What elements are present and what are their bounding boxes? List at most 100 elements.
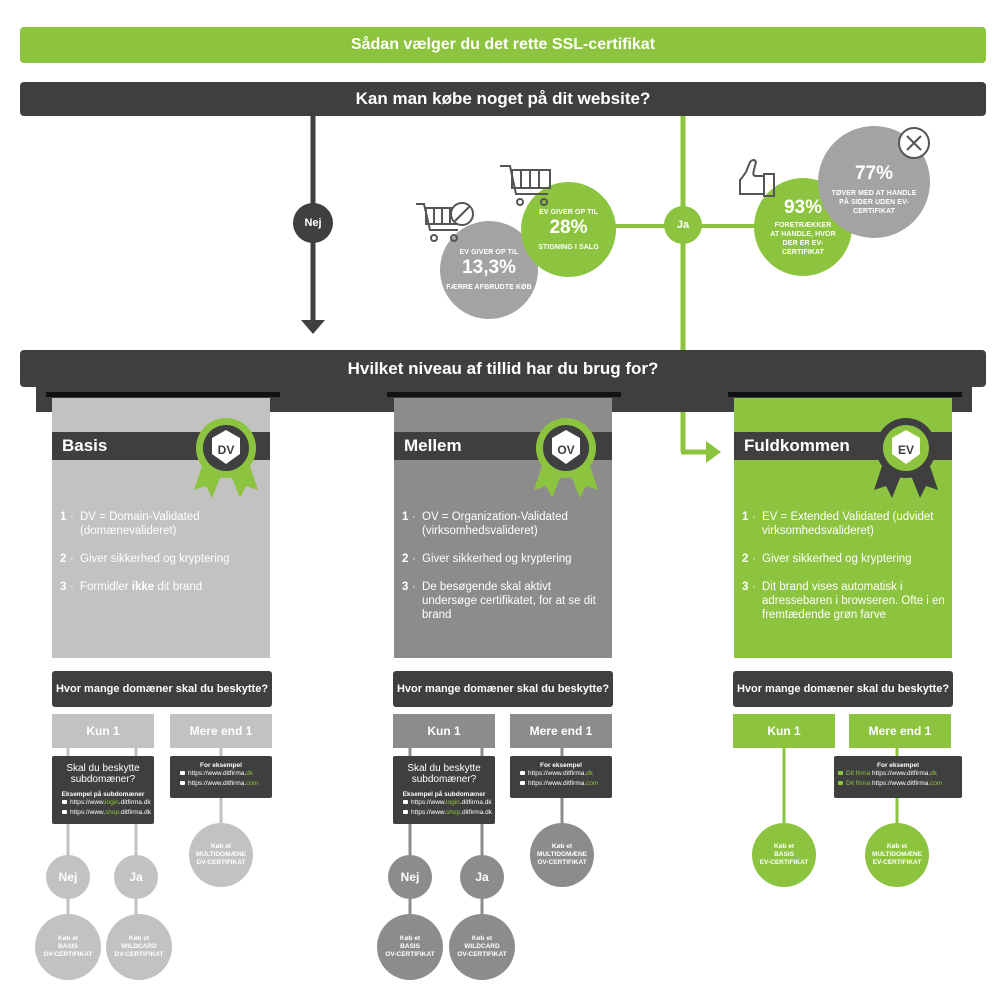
question-purchase: Kan man købe noget på dit website?: [20, 82, 986, 116]
buy-line: WILDCARD: [464, 943, 500, 950]
point-text: Giver sikkerhed og kryptering: [762, 553, 912, 565]
example-url: https://www.ditfirma.dk: [170, 769, 272, 779]
subdomain-question-text: Skal du beskytte subdomæner?: [407, 763, 481, 785]
url-part: https://www.ditfirma.: [188, 770, 247, 777]
buy-line: OV-CERTIFIKAT: [385, 951, 435, 958]
lock-icon: [520, 771, 525, 775]
level-point: 3·Formidler ikke dit brand: [60, 581, 203, 593]
no-circle: Nej: [293, 203, 333, 243]
level-points: 1·OV = Organization-Validated (virksomhe…: [402, 510, 608, 636]
url-part: https://www.: [411, 809, 447, 816]
level-points: 1·DV = Domain-Validated (domænevalideret…: [60, 510, 266, 608]
point-text: Giver sikkerhed og kryptering: [80, 553, 230, 565]
yes-circle: Ja: [664, 206, 702, 244]
point-text: OV = Organization-Validated (virksomheds…: [422, 511, 568, 537]
url-part: .ditfirma.dk: [119, 809, 151, 816]
buy-line: DV-CERTIFIKAT: [43, 951, 93, 958]
choice-multi-domain-mellem: Mere end 1: [510, 714, 612, 748]
buy-line: DV-CERTIFIKAT: [196, 859, 246, 866]
stat-top: EV GIVER OP TIL: [459, 249, 519, 256]
example-url: https://www.login.ditfirma.dk: [393, 798, 495, 808]
dv-badge-icon: DV: [194, 418, 258, 498]
example-url: https://www.ditfirma.com: [170, 779, 272, 789]
url-part: https://www.ditfirma.: [870, 770, 931, 777]
example-title: Eksempel på subdomæner: [402, 791, 486, 798]
thumbs-up-icon: [739, 159, 775, 197]
buy-line: MULTIDOMÆNE: [195, 851, 247, 858]
stat-bottom: FORETRÆKKER AT HANDLE, HVOR DER ER EV-CE…: [770, 222, 836, 256]
url-highlight: shop: [446, 809, 461, 816]
url-company: Dit firma: [846, 780, 871, 787]
example-url: Dit firma https://www.ditfirma.dk: [834, 769, 962, 779]
point-number: 3: [742, 581, 749, 593]
stat-pct: 13,3%: [462, 257, 516, 278]
buy-line: Køb et: [886, 843, 908, 850]
buy-line: Køb et: [471, 935, 493, 942]
level-point: 3·De besøgende skal aktivt undersøge cer…: [402, 580, 608, 622]
choice-multi-domain-basis: Mere end 1: [170, 714, 272, 748]
level-point: 1·DV = Domain-Validated (domænevalideret…: [60, 510, 266, 538]
level-point: 2·Giver sikkerhed og kryptering: [402, 553, 572, 565]
buy-line: EV-CERTIFIKAT: [759, 859, 809, 866]
example-url: https://www.ditfirma.dk: [510, 769, 612, 779]
multi-domain-example-mellem: For eksempel https://www.ditfirma.dk htt…: [510, 756, 612, 798]
stat-top: EV GIVER OP TIL: [539, 208, 598, 216]
buy-line: Køb et: [210, 843, 232, 850]
example-url: https://www.login.ditfirma.dk: [52, 798, 154, 808]
lock-icon: [838, 771, 843, 775]
point-number: 1: [742, 511, 749, 523]
point-number: 2: [402, 553, 409, 565]
buy-line: EV-CERTIFIKAT: [872, 859, 922, 866]
multi-domain-example-basis: For eksempel https://www.ditfirma.dk htt…: [170, 756, 272, 798]
no-label: Nej: [58, 870, 78, 884]
example-url: Dit firma https://www.ditfirma.com: [834, 779, 962, 789]
point-number: 1: [60, 511, 67, 523]
point-number: 2: [742, 553, 749, 565]
url-highlight: dk: [930, 770, 938, 777]
lock-icon: [520, 781, 525, 785]
url-part: https://www.: [70, 809, 106, 816]
point-text: EV = Extended Validated (udvidet virksom…: [762, 511, 934, 537]
url-company: Dit firma: [846, 770, 871, 777]
subdomain-question-text: Skal du beskytte subdomæner?: [66, 763, 140, 785]
shelf-gap: [290, 387, 385, 412]
point-number: 2: [60, 553, 67, 565]
badge-label: DV: [218, 443, 235, 457]
buy-line: Køb et: [399, 935, 421, 942]
choice-multi-domain-fuldkommen: Mere end 1: [849, 714, 951, 748]
level-card-mellem: Mellem 1·OV = Organization-Validated (vi…: [394, 398, 612, 658]
stat-bottom: TØVER MED AT HANDLE PÅ SIDER UDEN EV-CER…: [831, 189, 917, 215]
url-highlight: com: [930, 780, 943, 787]
buy-line: OV-CERTIFIKAT: [537, 859, 587, 866]
url-part: https://www.ditfirma.: [528, 770, 587, 777]
arrow-down-icon: [301, 320, 325, 334]
point-text: Dit brand vises automatisk i adressebare…: [762, 581, 945, 621]
subdomain-yes-basis: Ja: [114, 855, 158, 899]
url-part: https://www.ditfirma.: [188, 780, 247, 787]
example-title: Eksempel på subdomæner: [61, 791, 145, 798]
point-number: 3: [402, 581, 409, 593]
url-part: .ditfirma.dk: [459, 799, 492, 806]
buy-line: Køb et: [773, 843, 795, 850]
buy-line: BASIS: [58, 943, 78, 950]
point-text: De besøgende skal aktivt undersøge certi…: [422, 581, 596, 621]
level-point: 1·OV = Organization-Validated (virksomhe…: [402, 510, 608, 538]
lock-icon: [180, 771, 185, 775]
question-trust-level: Hvilket niveau af tillid har du brug for…: [20, 350, 986, 387]
choice-one-domain-mellem: Kun 1: [393, 714, 495, 748]
example-url: https://www.ditfirma.com: [510, 779, 612, 789]
url-highlight: login: [105, 799, 119, 806]
stat-pct: 77%: [854, 162, 894, 184]
subdomain-no-basis: Nej: [46, 855, 90, 899]
domain-question-fuldkommen: Hvor mange domæner skal du beskytte?: [733, 671, 953, 707]
lock-icon: [62, 800, 67, 804]
buy-line: BASIS: [774, 851, 794, 858]
point-text: Formidler: [80, 581, 132, 593]
subdomain-question-mellem: Skal du beskytte subdomæner? Eksempel på…: [393, 756, 495, 824]
